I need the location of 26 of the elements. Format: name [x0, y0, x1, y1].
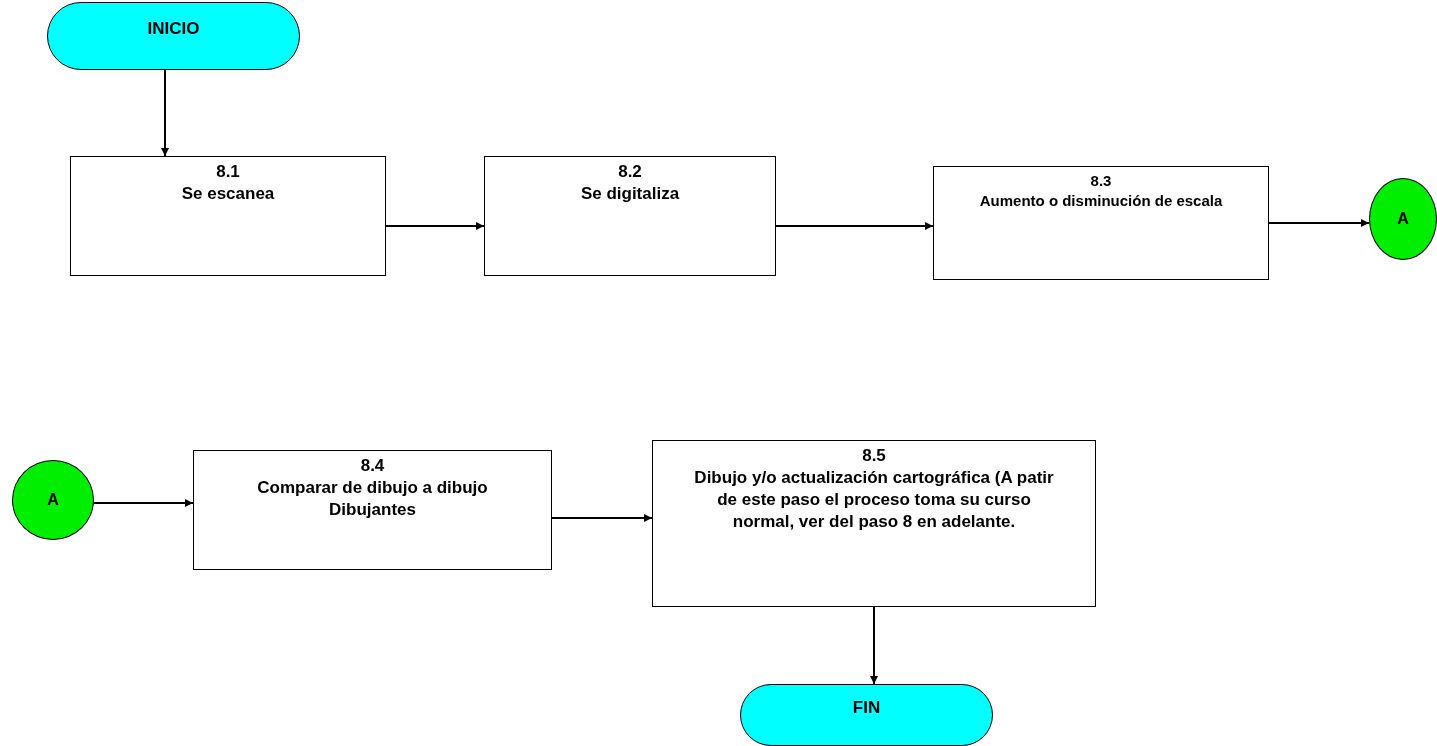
process-box [933, 166, 1269, 280]
step-number: 8.2 [618, 161, 642, 183]
process-box [652, 440, 1096, 607]
node-text: INICIO [147, 19, 200, 39]
arrow [775, 222, 934, 230]
step-number: 8.1 [216, 161, 240, 183]
node-text: Aumento o disminución de escala [979, 190, 1223, 210]
arrow [161, 69, 169, 157]
arrow [1268, 219, 1370, 227]
step-number: 8.3 [1090, 171, 1112, 191]
node-text: Se escanea [181, 183, 275, 206]
node-text: Se digitaliza [580, 183, 680, 206]
node-text: A [47, 491, 59, 509]
arrow [551, 514, 653, 522]
step-number: 8.4 [360, 455, 385, 477]
process-box [484, 156, 776, 276]
node-text: Dibujo y/o actualización cartográfica (A patir de este paso el proceso toma su curso normal, ver del paso 8 en adelante. [693, 467, 1055, 534]
arrow [93, 499, 194, 507]
arrow [870, 606, 878, 685]
process-box [193, 450, 552, 570]
node-text: FIN [852, 698, 881, 718]
process-box [70, 156, 386, 276]
arrow [385, 222, 485, 230]
node-text: Comparar de dibujo a dibujo Dibujantes [256, 477, 489, 522]
node-text: A [1397, 210, 1409, 228]
step-number: 8.5 [862, 445, 886, 467]
